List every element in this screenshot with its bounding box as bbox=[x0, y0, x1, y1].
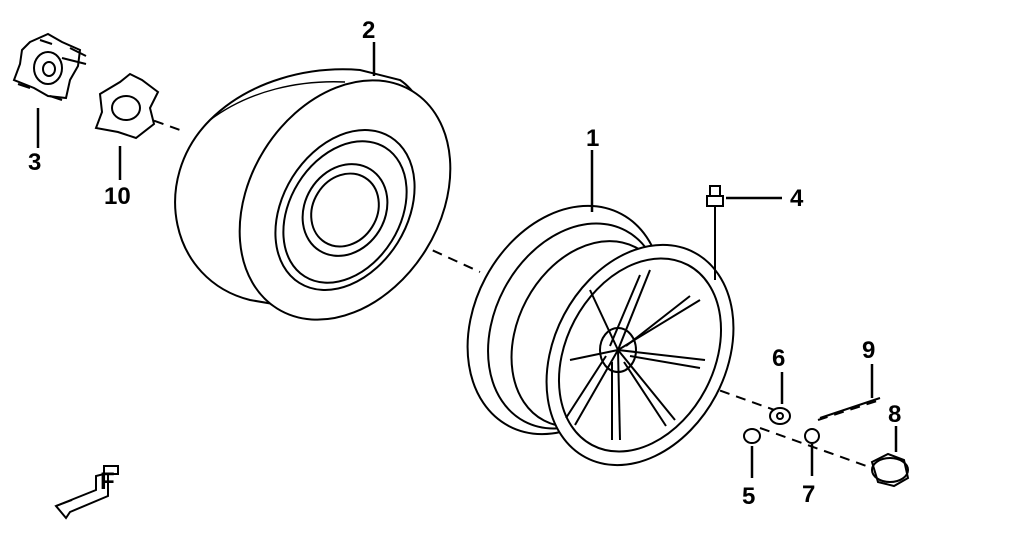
hub-flange bbox=[12, 32, 87, 148]
front-marker-label: F bbox=[100, 468, 115, 495]
callout-8: 8 bbox=[888, 401, 901, 428]
callout-7: 7 bbox=[802, 481, 815, 508]
axle-nut bbox=[804, 428, 820, 476]
lug-nut bbox=[743, 428, 761, 478]
callout-2: 2 bbox=[362, 17, 375, 44]
rim-spokes bbox=[565, 269, 706, 441]
washer bbox=[769, 372, 791, 425]
callout-10: 10 bbox=[104, 183, 131, 210]
callout-5: 5 bbox=[742, 483, 755, 510]
callout-4: 4 bbox=[790, 185, 804, 212]
callout-1: 1 bbox=[586, 125, 599, 152]
cotter-pin bbox=[819, 364, 881, 419]
valve-stem bbox=[706, 185, 782, 280]
hub-cap bbox=[870, 426, 910, 488]
callout-9: 9 bbox=[862, 337, 875, 364]
rim bbox=[466, 150, 735, 467]
spacer-plate bbox=[94, 72, 160, 180]
tire bbox=[174, 42, 452, 321]
front-direction-marker: F bbox=[54, 465, 119, 520]
callout-6: 6 bbox=[772, 345, 785, 372]
callout-3: 3 bbox=[28, 149, 41, 176]
